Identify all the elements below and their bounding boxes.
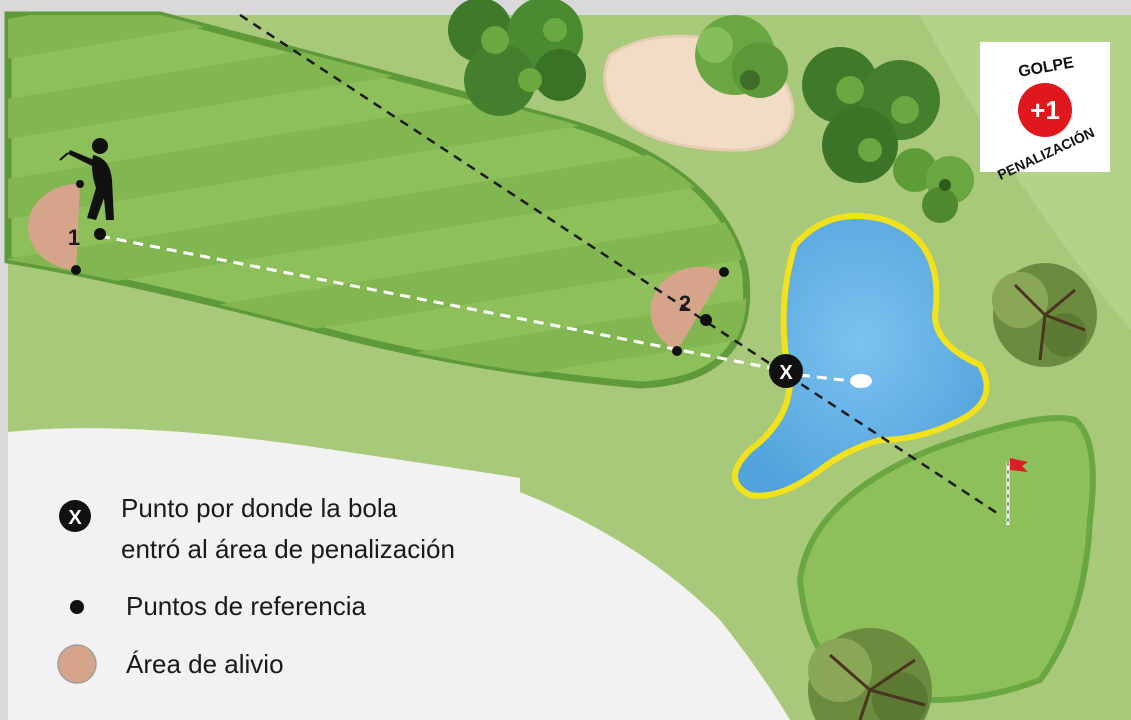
legend-reference-points: Puntos de referencia bbox=[126, 591, 366, 621]
option-2-number: 2 bbox=[679, 291, 691, 316]
tree-cluster-top-left bbox=[448, 0, 586, 116]
flag-icon bbox=[1006, 458, 1028, 525]
legend-relief-icon bbox=[57, 644, 97, 684]
relief-area-1 bbox=[27, 183, 81, 270]
legend-x-letter: X bbox=[68, 507, 82, 529]
tree-bottom bbox=[808, 628, 932, 720]
reference-point bbox=[700, 314, 712, 326]
reference-point bbox=[672, 346, 682, 356]
penalty-badge: +1 GOLPE PENALIZACIÓN bbox=[980, 42, 1110, 183]
option-1-number: 1 bbox=[68, 225, 80, 250]
shrub-cluster bbox=[893, 148, 974, 223]
legend-entry-line2: entró al área de penalización bbox=[121, 534, 455, 564]
legend-x-icon: X bbox=[59, 500, 91, 532]
golf-ball bbox=[850, 374, 872, 388]
penalty-value: +1 bbox=[1030, 95, 1060, 125]
reference-line bbox=[239, 13, 1001, 517]
reference-point bbox=[719, 267, 729, 277]
reference-point bbox=[76, 180, 84, 188]
tree-cluster-top-right bbox=[802, 47, 940, 183]
legend-entry-line1: Punto por donde la bola bbox=[121, 493, 398, 523]
reference-point bbox=[94, 228, 106, 240]
line-of-sight-1 bbox=[99, 234, 787, 373]
golfer-icon bbox=[59, 138, 114, 220]
legend-dot-icon bbox=[70, 600, 84, 614]
tree-cluster-top-middle bbox=[695, 15, 788, 98]
entry-point-letter: X bbox=[779, 362, 793, 384]
tree-right bbox=[992, 263, 1097, 367]
legend-area bbox=[8, 428, 790, 720]
water-hazard bbox=[732, 212, 990, 499]
reference-point bbox=[71, 265, 81, 275]
entry-point-marker: X bbox=[769, 354, 803, 388]
legend-relief-area: Área de alivio bbox=[126, 649, 284, 679]
